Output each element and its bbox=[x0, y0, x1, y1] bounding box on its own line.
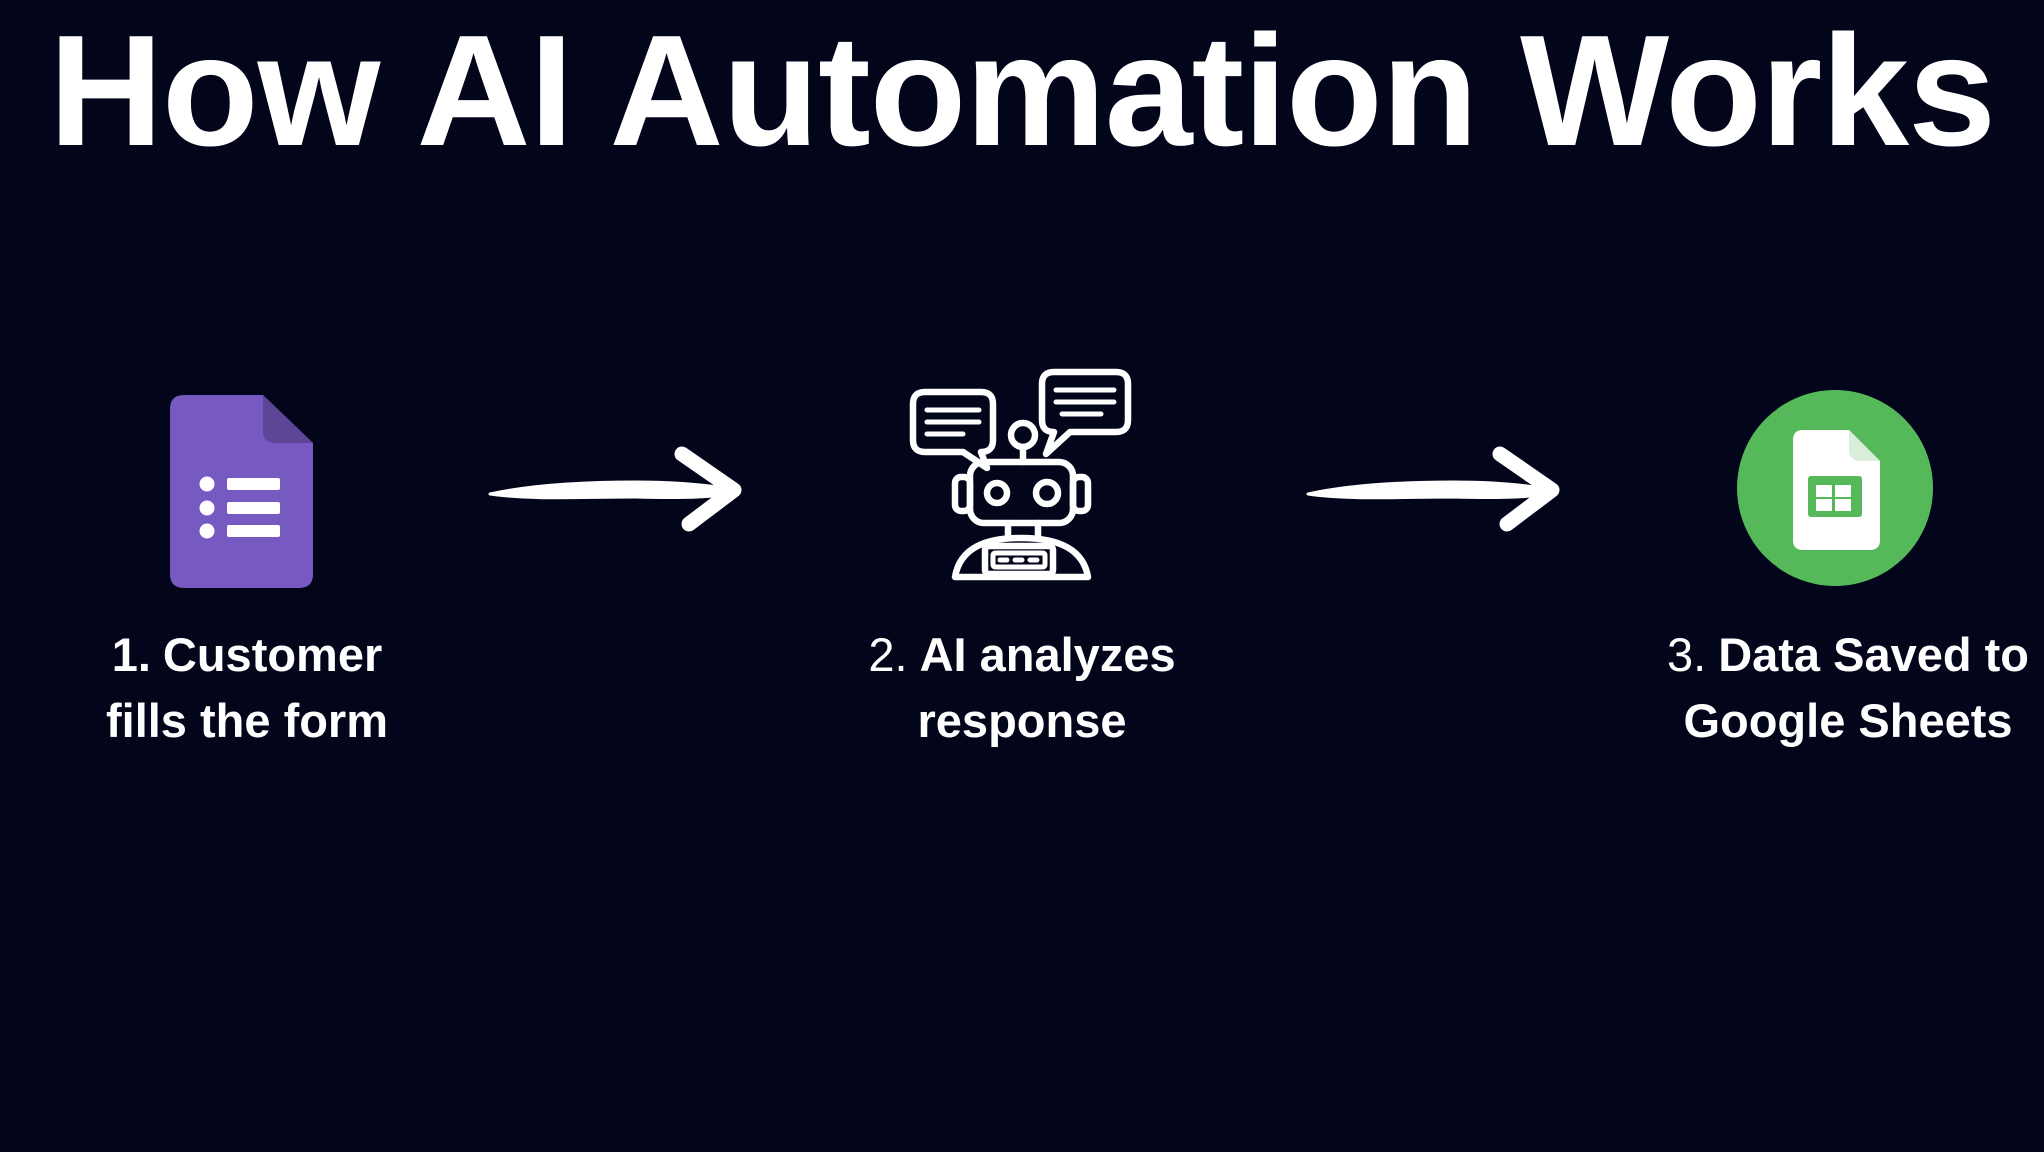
step-1-label: 1.Customer fills the form bbox=[37, 622, 457, 754]
step-2-label-line1: AI analyzes bbox=[919, 628, 1176, 681]
ai-robot-chat-icon bbox=[909, 368, 1132, 581]
step-3-label: 3.Data Saved to Google Sheets bbox=[1638, 622, 2044, 754]
step-3-label-line1: Data Saved to bbox=[1718, 628, 2030, 681]
google-sheets-icon bbox=[1737, 390, 1933, 586]
step-1-label-line2: fills the form bbox=[105, 694, 389, 747]
step-1-number: 1. bbox=[111, 628, 151, 681]
page-title: How AI Automation Works bbox=[48, 3, 1996, 179]
step-3-label-line2: Google Sheets bbox=[1683, 694, 2013, 747]
step-1-label-line1: Customer bbox=[162, 628, 383, 681]
arrow-right-icon bbox=[488, 446, 742, 532]
step-2-label-line2: response bbox=[917, 694, 1127, 747]
step-2-number: 2. bbox=[868, 628, 908, 681]
step-3-number: 3. bbox=[1666, 628, 1707, 681]
step-2-label: 2.AI analyzes response bbox=[812, 622, 1232, 754]
arrow-right-icon bbox=[1306, 446, 1560, 532]
google-forms-icon bbox=[170, 395, 313, 588]
